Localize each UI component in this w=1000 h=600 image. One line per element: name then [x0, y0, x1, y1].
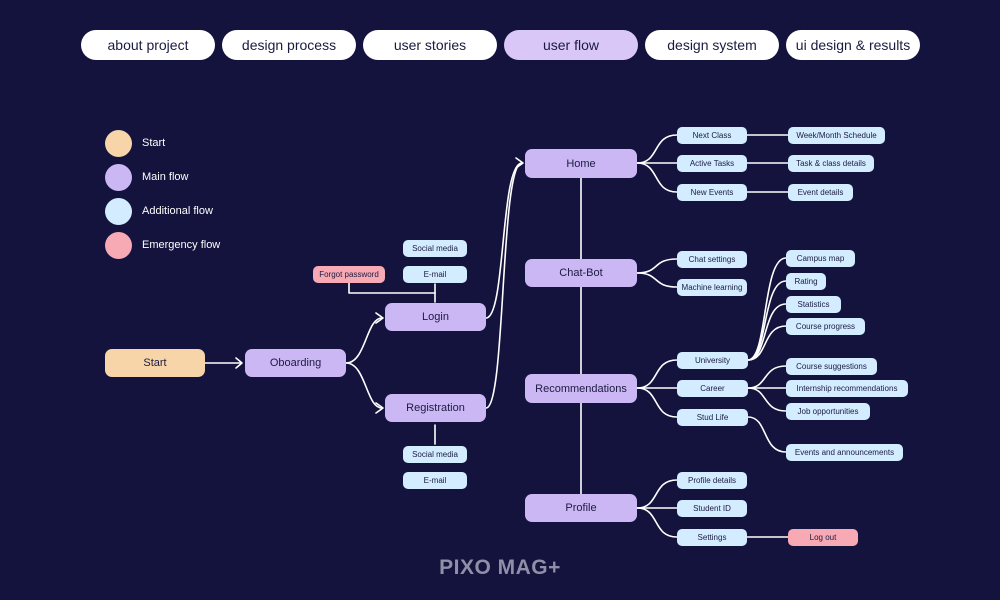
nav-tabs: about project design process user storie… — [81, 30, 920, 60]
node-active-tasks[interactable]: Active Tasks — [677, 155, 747, 172]
tab-ui-design-results[interactable]: ui design & results — [786, 30, 920, 60]
tab-design-process[interactable]: design process — [222, 30, 356, 60]
node-login-email[interactable]: E-mail — [403, 266, 467, 283]
legend-label: Main flow — [142, 171, 189, 183]
connector — [747, 365, 787, 389]
connector — [747, 257, 787, 361]
legend-dot-emergency-flow — [105, 231, 132, 259]
tab-user-flow[interactable]: user flow — [504, 30, 638, 60]
legend-label: Additional flow — [142, 205, 213, 217]
node-course-progress[interactable]: Course progress — [786, 318, 865, 335]
connector — [747, 387, 787, 412]
node-onboarding[interactable]: Oboarding — [245, 349, 346, 377]
connector — [636, 479, 678, 509]
legend-item-additional-flow: Additional flow — [105, 194, 220, 228]
node-stud-life[interactable]: Stud Life — [677, 409, 748, 426]
connector — [636, 359, 678, 389]
node-recommendations[interactable]: Recommendations — [525, 374, 637, 403]
node-events-announcements[interactable]: Events and announcements — [786, 444, 903, 461]
node-statistics[interactable]: Statistics — [786, 296, 841, 313]
connector — [485, 162, 523, 409]
legend-dot-start — [105, 129, 132, 157]
connector — [636, 162, 678, 193]
node-home[interactable]: Home — [525, 149, 637, 178]
connector — [747, 416, 787, 453]
connector — [747, 280, 787, 361]
tab-design-system[interactable]: design system — [645, 30, 779, 60]
node-chat-settings[interactable]: Chat settings — [677, 251, 747, 268]
node-event-details[interactable]: Event details — [788, 184, 853, 201]
node-internship-recommendations[interactable]: Internship recommendations — [786, 380, 908, 397]
legend-label: Emergency flow — [142, 239, 221, 251]
node-login-social-media[interactable]: Social media — [403, 240, 467, 257]
node-task-class-details[interactable]: Task & class details — [788, 155, 874, 172]
watermark-logo: PIXO MAG+ — [439, 556, 561, 579]
legend-item-emergency-flow: Emergency flow — [105, 228, 220, 262]
legend-dot-main-flow — [105, 163, 132, 191]
node-next-class[interactable]: Next Class — [677, 127, 747, 144]
node-campus-map[interactable]: Campus map — [786, 250, 855, 267]
connector — [636, 272, 678, 288]
legend-item-main-flow: Main flow — [105, 160, 220, 194]
legend-label: Start — [142, 137, 166, 149]
tab-user-stories[interactable]: user stories — [363, 30, 497, 60]
connector — [636, 258, 678, 274]
arrowhead — [375, 312, 384, 324]
node-job-opportunities[interactable]: Job opportunities — [786, 403, 870, 420]
node-chat-bot[interactable]: Chat-Bot — [525, 259, 637, 287]
node-student-id[interactable]: Student ID — [677, 500, 747, 517]
node-machine-learning[interactable]: Machine learning — [677, 279, 747, 296]
arrowhead — [515, 157, 524, 169]
legend-item-start: Start — [105, 126, 220, 160]
node-career[interactable]: Career — [677, 380, 748, 397]
connector — [636, 134, 678, 164]
node-course-suggestions[interactable]: Course suggestions — [786, 358, 877, 375]
connector — [747, 325, 787, 361]
connector — [345, 317, 383, 364]
node-reg-email[interactable]: E-mail — [403, 472, 467, 489]
node-profile[interactable]: Profile — [525, 494, 637, 522]
node-reg-social-media[interactable]: Social media — [403, 446, 467, 463]
node-login[interactable]: Login — [385, 303, 486, 331]
connector — [636, 507, 678, 538]
node-start[interactable]: Start — [105, 349, 205, 377]
connector — [485, 162, 523, 319]
node-rating[interactable]: Rating — [786, 273, 826, 290]
connector — [636, 387, 678, 418]
node-university[interactable]: University — [677, 352, 748, 369]
legend-dot-additional-flow — [105, 197, 132, 225]
node-week-month-schedule[interactable]: Week/Month Schedule — [788, 127, 885, 144]
tab-about-project[interactable]: about project — [81, 30, 215, 60]
arrowhead — [235, 357, 243, 369]
node-forgot-password[interactable]: Forgot password — [313, 266, 385, 283]
node-profile-details[interactable]: Profile details — [677, 472, 747, 489]
connector — [345, 362, 383, 409]
node-log-out[interactable]: Log out — [788, 529, 858, 546]
connector — [348, 282, 436, 294]
legend: Start Main flow Additional flow Emergenc… — [105, 126, 220, 262]
node-new-events[interactable]: New Events — [677, 184, 747, 201]
arrowhead — [375, 402, 384, 414]
node-settings[interactable]: Settings — [677, 529, 747, 546]
node-registration[interactable]: Registration — [385, 394, 486, 422]
